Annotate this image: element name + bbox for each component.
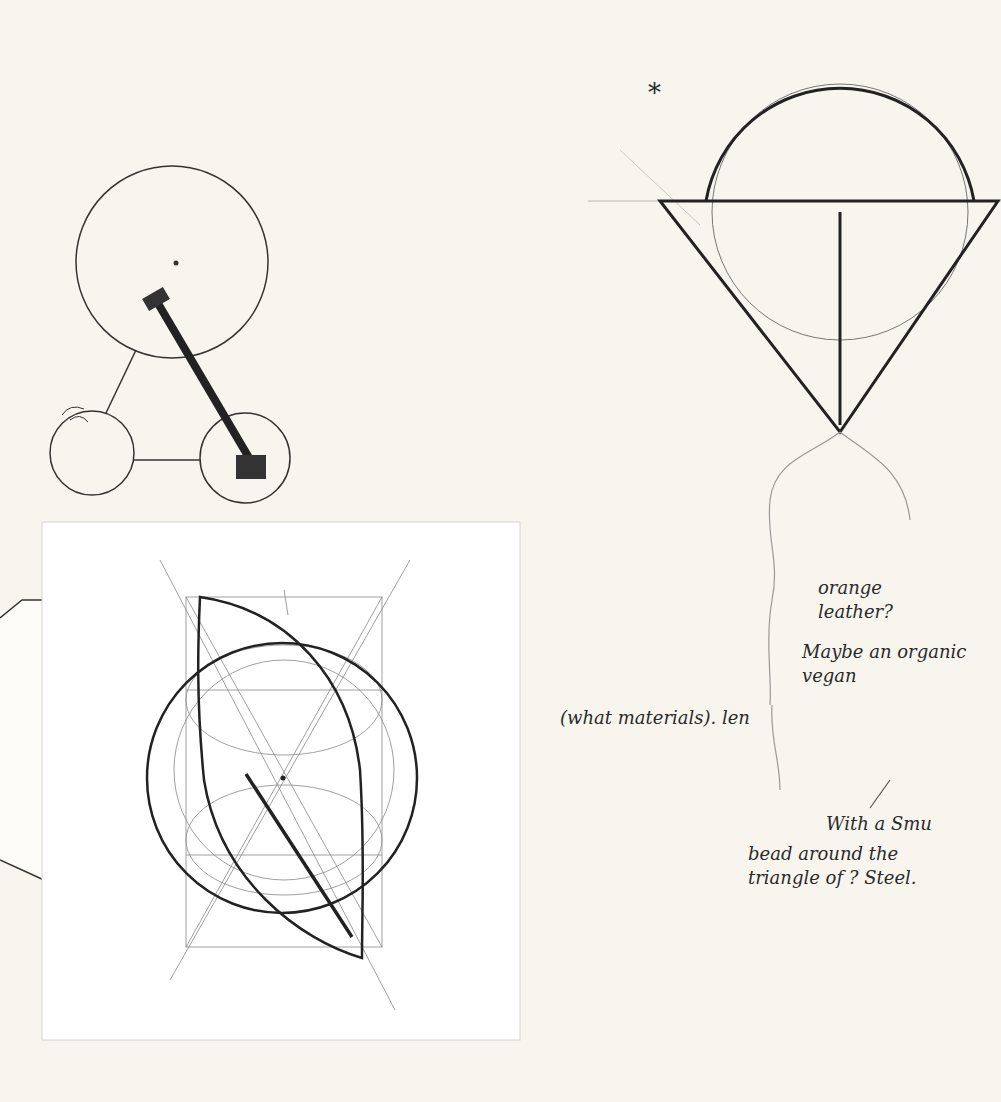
construction-lines xyxy=(160,560,410,1010)
pendant-sketch xyxy=(50,166,290,503)
handwritten-note: With a Smu xyxy=(826,812,986,836)
star-mark: * xyxy=(648,76,678,111)
handwritten-note: bead around the triangle of ? Steel. xyxy=(748,842,948,891)
handwritten-note: (what materials). len xyxy=(560,706,800,730)
handwritten-note: Maybe an organic vegan xyxy=(802,640,992,689)
handwritten-note: orange leather? xyxy=(818,576,918,625)
